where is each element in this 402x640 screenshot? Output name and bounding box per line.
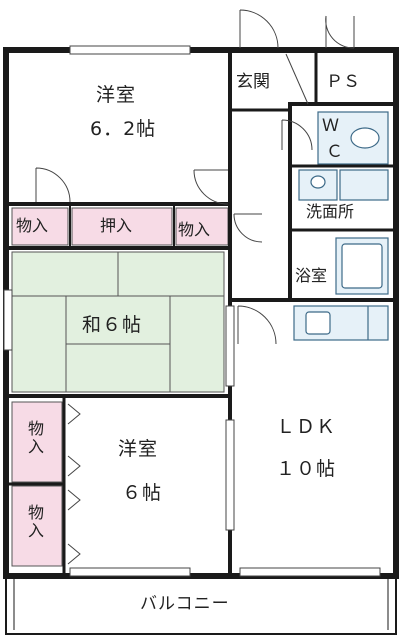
entrance-label: 玄関 <box>236 72 270 92</box>
washroom-label: 洗面所 <box>306 202 355 221</box>
room-western-south-size: ６帖 <box>122 482 163 504</box>
room-western-north-size: 6．2帖 <box>90 118 157 140</box>
ldk-name: ＬＤＫ <box>276 416 337 438</box>
bathroom-label: 浴室 <box>295 266 328 285</box>
balcony-label: バルコニー <box>140 594 230 614</box>
fixtures <box>293 111 389 341</box>
balcony <box>5 577 397 635</box>
storage-mid-label: 物入 <box>178 220 211 239</box>
wc-label-bottom: Ｃ <box>326 142 343 162</box>
ps-label: ＰＳ <box>326 72 360 92</box>
tatami-mats <box>11 251 225 393</box>
doors <box>35 9 355 565</box>
ldk-size: １０帖 <box>276 458 337 480</box>
oshiire-label: 押入 <box>100 216 133 235</box>
storage-south-2-label: 物入 <box>25 504 44 540</box>
storage-fills <box>11 207 229 567</box>
wc-label-top: Ｗ <box>322 116 339 136</box>
windows <box>3 45 381 577</box>
walls <box>3 47 399 579</box>
room-western-north-name: 洋室 <box>96 84 137 106</box>
japanese-room-label: 和６帖 <box>82 314 143 336</box>
storage-south-1-label: 物入 <box>25 420 44 456</box>
room-western-south-name: 洋室 <box>118 438 159 460</box>
storage-left-label: 物入 <box>16 216 49 235</box>
